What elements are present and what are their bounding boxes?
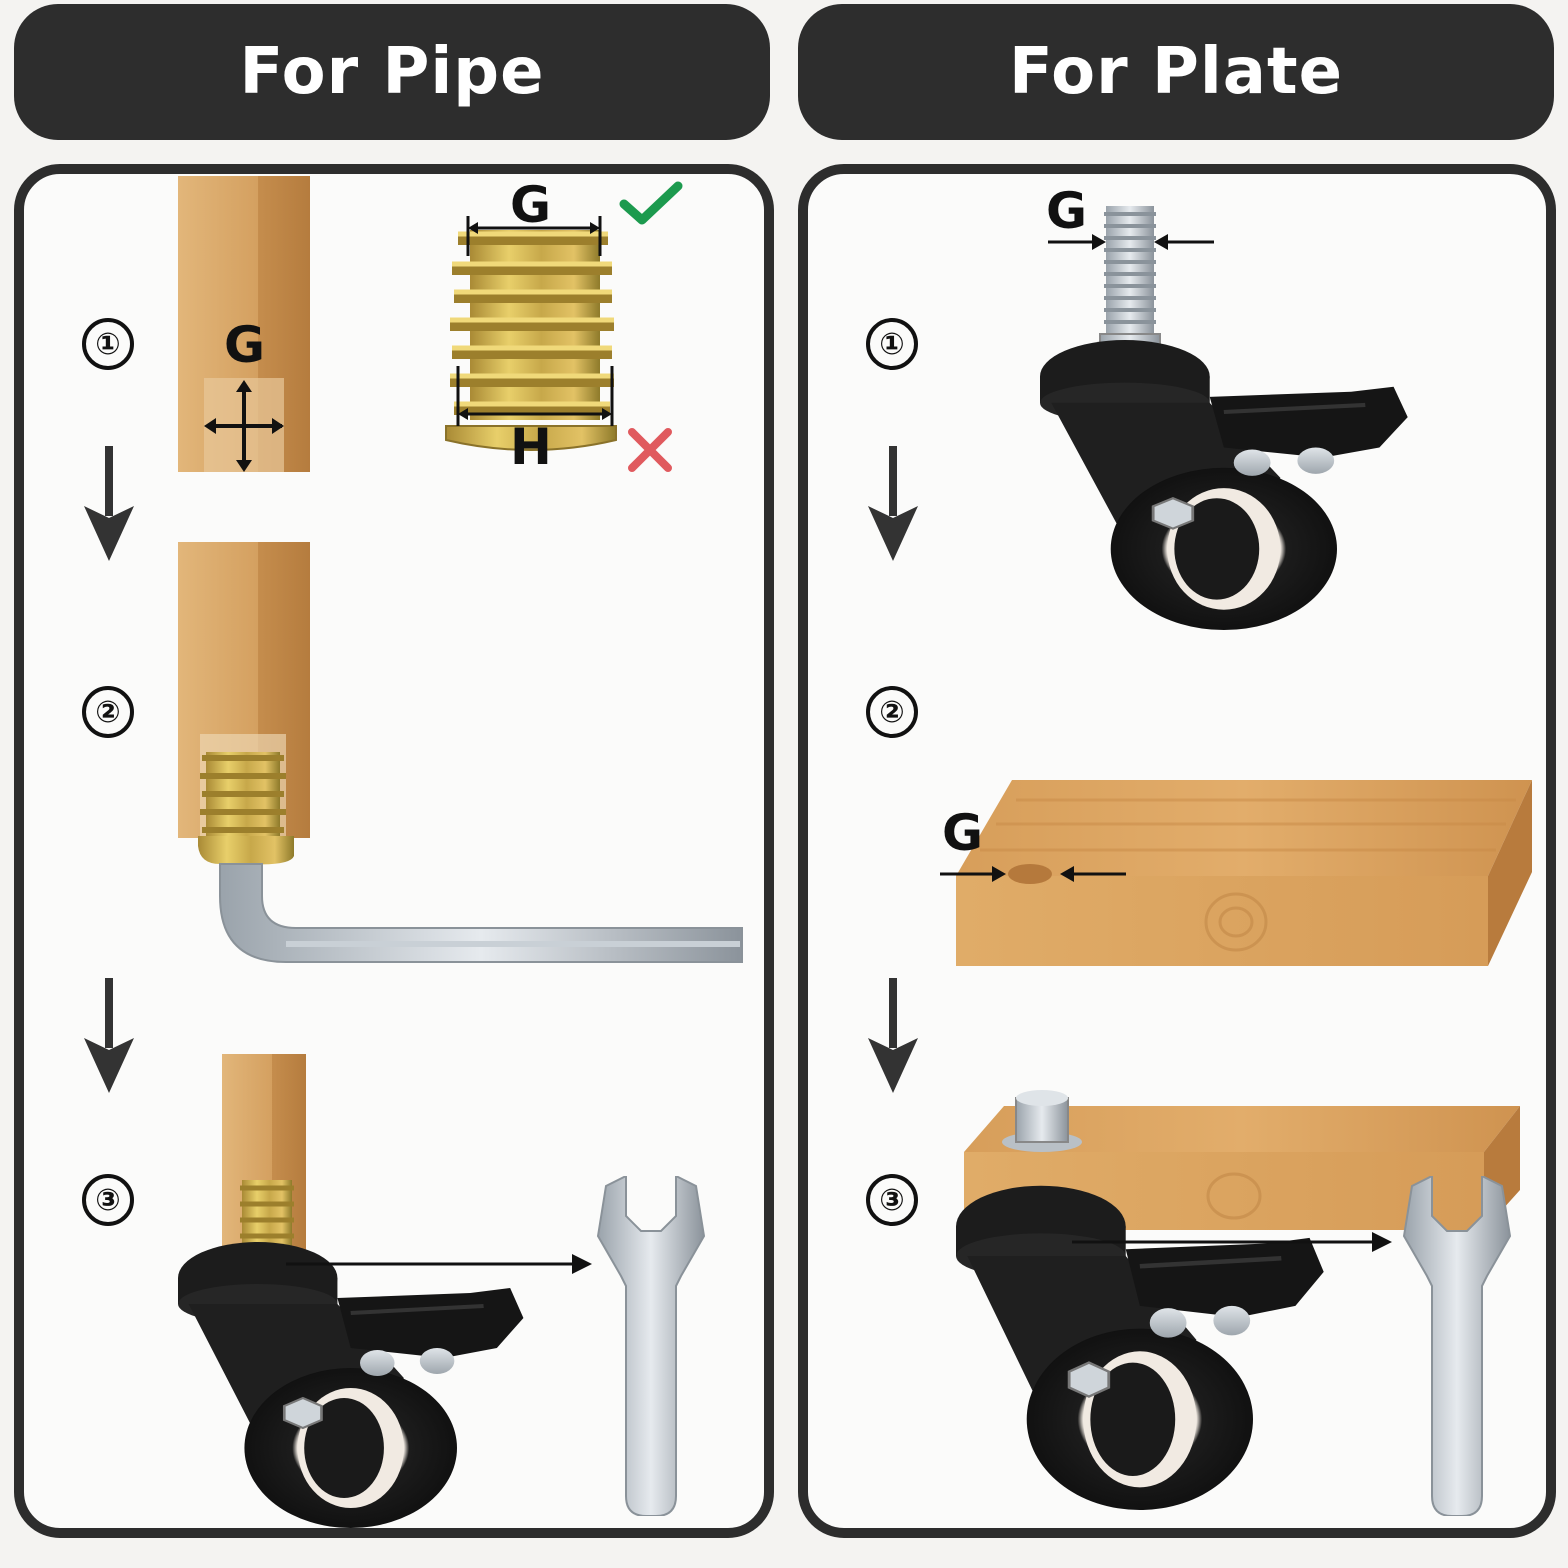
for-plate-header: For Plate xyxy=(798,4,1554,140)
insert-dimension-lines xyxy=(456,216,614,426)
plate-step-3-number: ③ xyxy=(866,1174,918,1226)
stem-g-label: G xyxy=(1046,182,1088,240)
for-plate-title: For Plate xyxy=(1009,35,1343,109)
plate-tighten-arrow xyxy=(1072,1232,1392,1252)
wood-leg-with-insert-image xyxy=(178,542,310,838)
for-pipe-header: For Pipe xyxy=(14,4,770,140)
hole-dimension-arrows xyxy=(940,866,1126,882)
check-icon xyxy=(619,181,683,225)
pipe-tighten-arrow xyxy=(286,1254,592,1274)
for-pipe-title: For Pipe xyxy=(239,35,545,109)
pipe-step-3-number: ③ xyxy=(82,1174,134,1226)
plate-step-1-number: ① xyxy=(866,318,918,370)
pipe-wrench-image xyxy=(597,1176,705,1516)
nut-on-plank-image xyxy=(1002,1090,1082,1152)
pipe-down-arrow-1 xyxy=(84,446,134,561)
pipe-down-arrow-2 xyxy=(84,978,134,1093)
cross-icon xyxy=(628,428,672,472)
pipe-step-2-number: ② xyxy=(82,686,134,738)
insert-g-label: G xyxy=(510,176,552,234)
leg-on-caster-image xyxy=(222,1054,306,1250)
threaded-insert-image xyxy=(445,230,617,451)
plate-wrench-image xyxy=(1403,1176,1511,1516)
stem-dimension-arrows xyxy=(1048,234,1214,250)
plate-step-2-number: ② xyxy=(866,686,918,738)
wood-plank-image xyxy=(956,780,1532,966)
pipe-caster-image xyxy=(178,1238,550,1528)
insert-h-label: H xyxy=(510,418,552,476)
wood-leg-image xyxy=(178,176,310,472)
hex-key-image xyxy=(198,836,743,963)
pipe-g-label: G xyxy=(224,316,266,374)
plate-down-arrow-1 xyxy=(868,446,918,561)
plate-caster-step3-image xyxy=(956,1222,1352,1510)
pipe-step-1-number: ① xyxy=(82,318,134,370)
plate-down-arrow-2 xyxy=(868,978,918,1093)
hole-g-label: G xyxy=(942,804,984,862)
plate-caster-step1-image xyxy=(1040,336,1436,630)
